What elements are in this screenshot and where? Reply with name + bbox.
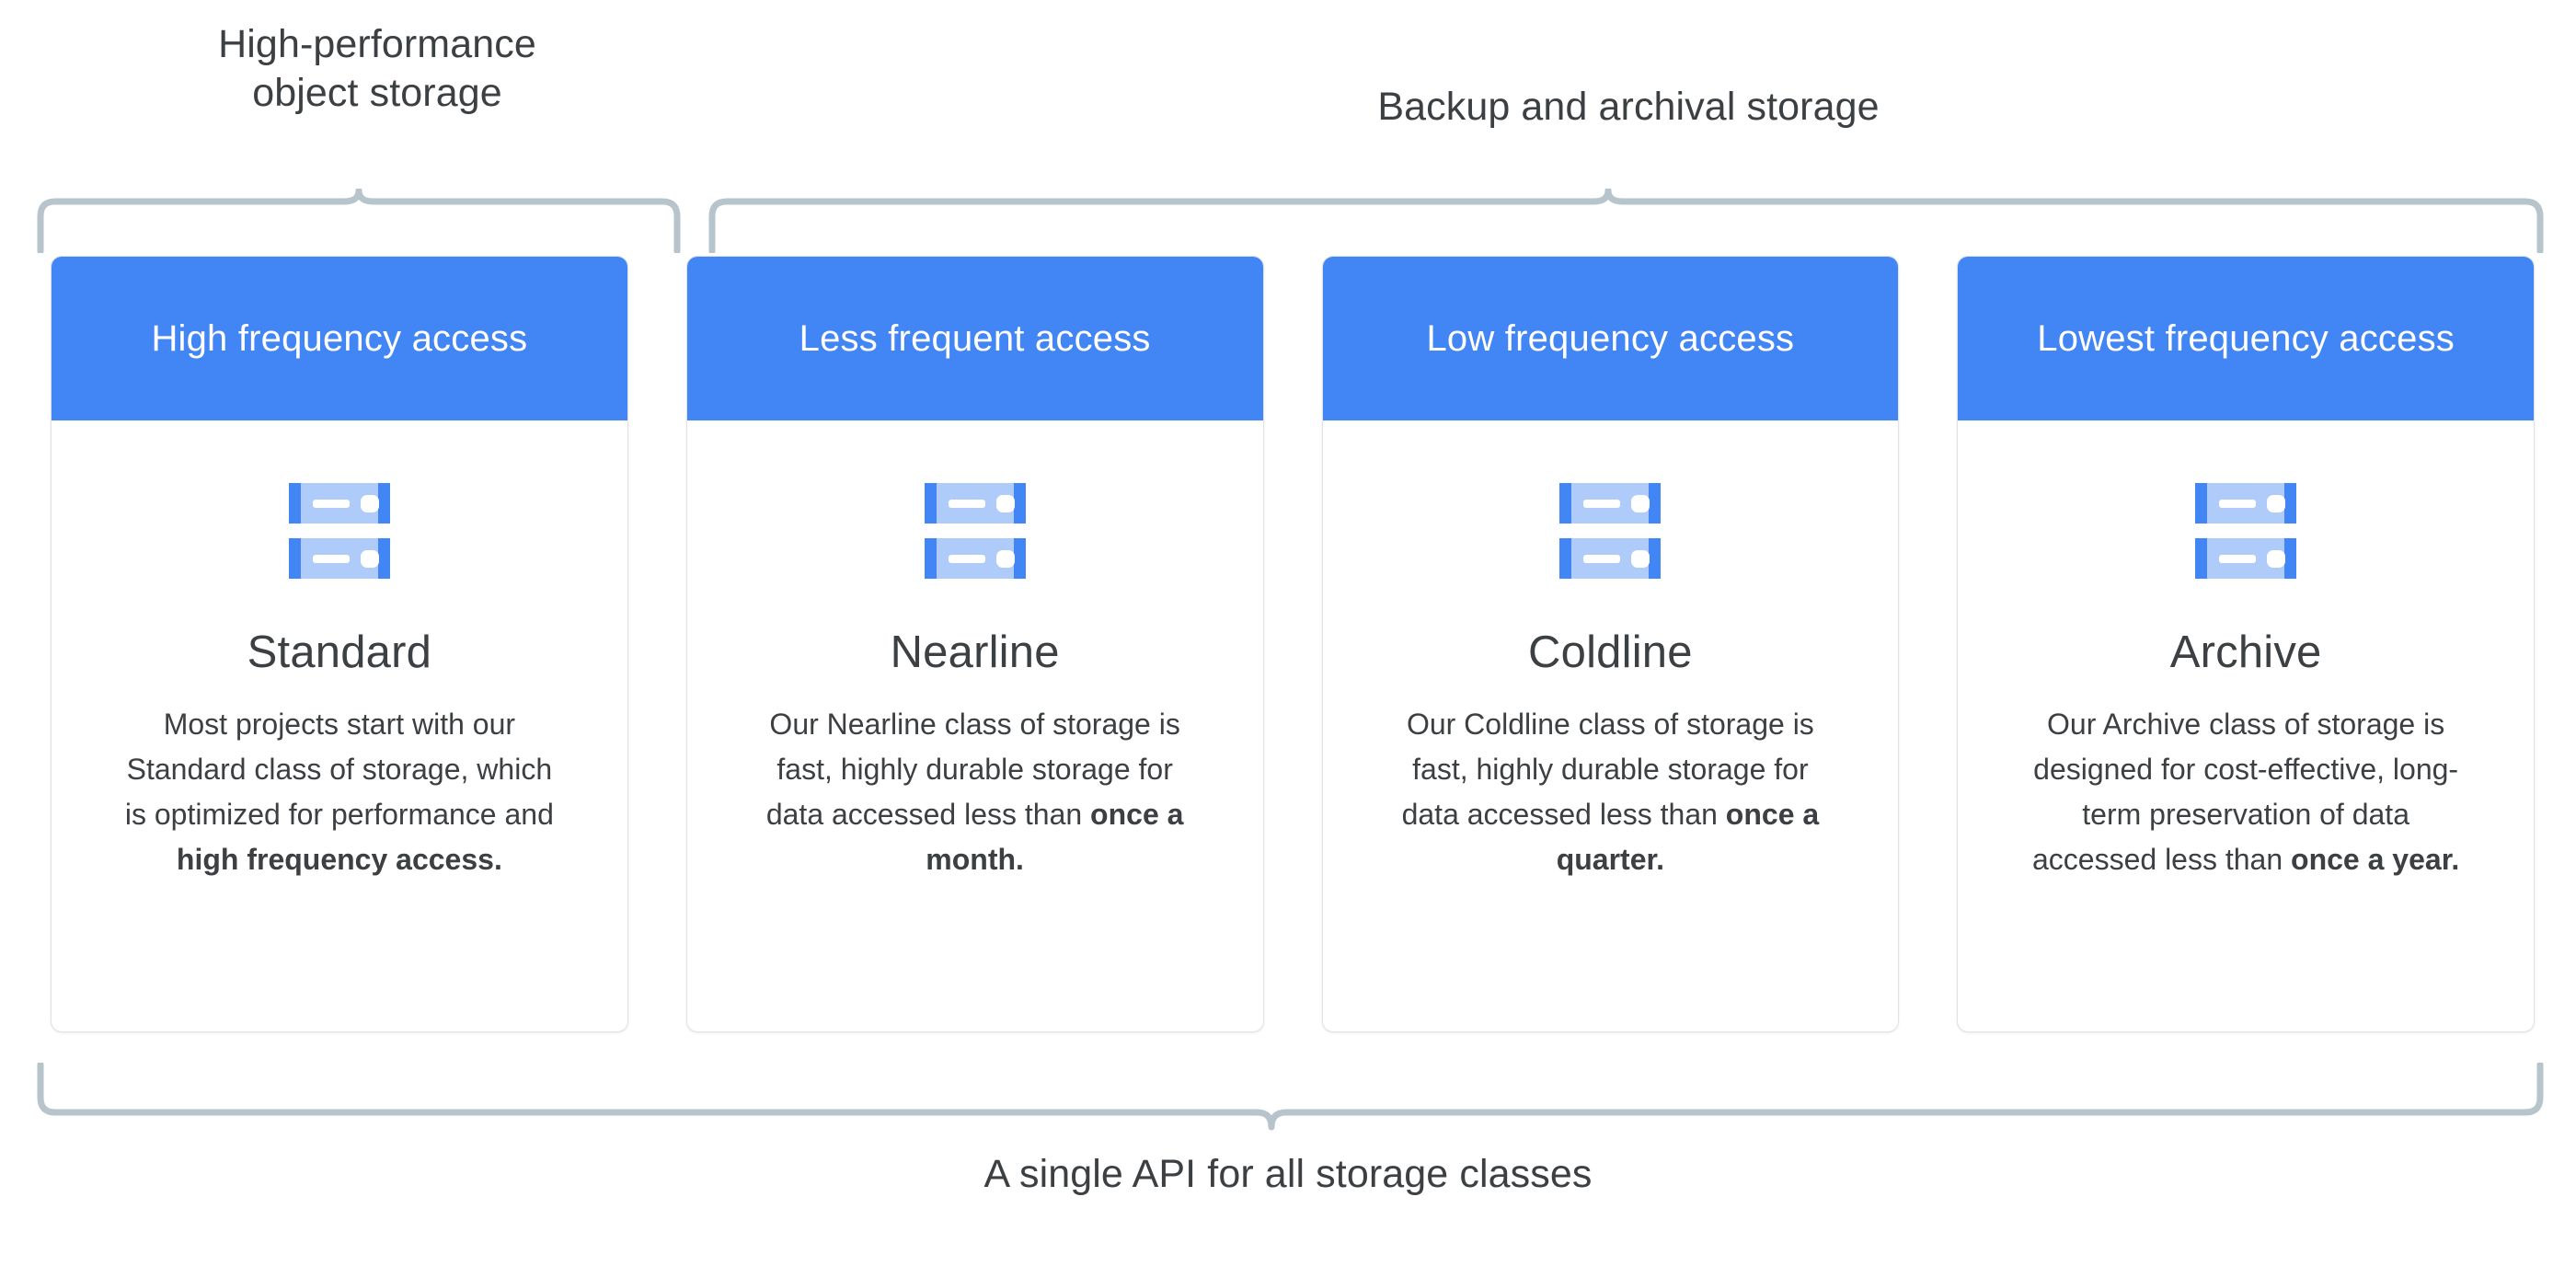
card-description: Our Coldline class of storage is fast, h… <box>1394 702 1826 882</box>
card-description-plain: Our Coldline class of storage is fast, h… <box>1401 708 1814 831</box>
card-body: Standard Most projects start with our St… <box>52 420 627 1031</box>
group-label-high-performance: High-performance object storage <box>218 22 536 116</box>
storage-class-card-nearline[interactable]: Less frequent access Nearline Our Near <box>685 256 1264 1032</box>
card-description: Our Nearline class of storage is fast, h… <box>759 702 1191 882</box>
storage-class-card-archive[interactable]: Lowest frequency access Archive Our Ar <box>1957 256 2535 1032</box>
card-description-emphasis: once a month. <box>926 797 1184 876</box>
group-label-backup-archival: Backup and archival storage <box>1377 85 1880 129</box>
brace-bottom <box>37 1063 2544 1131</box>
storage-class-card-list: High frequency access Standard Most pr <box>51 256 2535 1032</box>
card-description-plain: Most projects start with our Standard cl… <box>124 708 554 831</box>
card-description-emphasis: once a quarter. <box>1556 797 1820 876</box>
card-description-emphasis: high frequency access. <box>176 842 502 876</box>
card-title: Standard <box>247 627 432 677</box>
brace-top-right <box>708 189 2544 253</box>
card-title: Archive <box>2169 627 2322 677</box>
storage-class-card-coldline[interactable]: Low frequency access Coldline Our Cold <box>1321 256 1900 1032</box>
card-description-plain: Our Archive class of storage is designed… <box>2031 708 2459 876</box>
server-stack-icon <box>924 483 1026 579</box>
card-body: Coldline Our Coldline class of storage i… <box>1323 420 1899 1031</box>
server-stack-icon <box>2195 483 2297 579</box>
card-body: Archive Our Archive class of storage is … <box>1958 420 2534 1031</box>
server-stack-icon <box>1559 483 1662 579</box>
bottom-caption: A single API for all storage classes <box>983 1152 1593 1196</box>
card-header-badge: Less frequent access <box>686 257 1263 420</box>
card-description: Most projects start with our Standard cl… <box>123 702 556 882</box>
card-title: Nearline <box>890 627 1060 677</box>
card-description-emphasis: once a year. <box>2291 842 2460 876</box>
card-header-badge: Low frequency access <box>1322 257 1899 420</box>
server-stack-icon <box>288 483 390 579</box>
brace-top-left <box>37 189 681 253</box>
card-title: Coldline <box>1528 627 1693 677</box>
card-description-plain: Our Nearline class of storage is fast, h… <box>765 708 1180 831</box>
storage-class-card-standard[interactable]: High frequency access Standard Most pr <box>51 256 628 1032</box>
card-header-badge: Lowest frequency access <box>1958 257 2534 420</box>
card-description: Our Archive class of storage is designed… <box>2030 702 2462 882</box>
card-body: Nearline Our Nearline class of storage i… <box>687 420 1263 1031</box>
card-header-badge: High frequency access <box>52 257 627 420</box>
